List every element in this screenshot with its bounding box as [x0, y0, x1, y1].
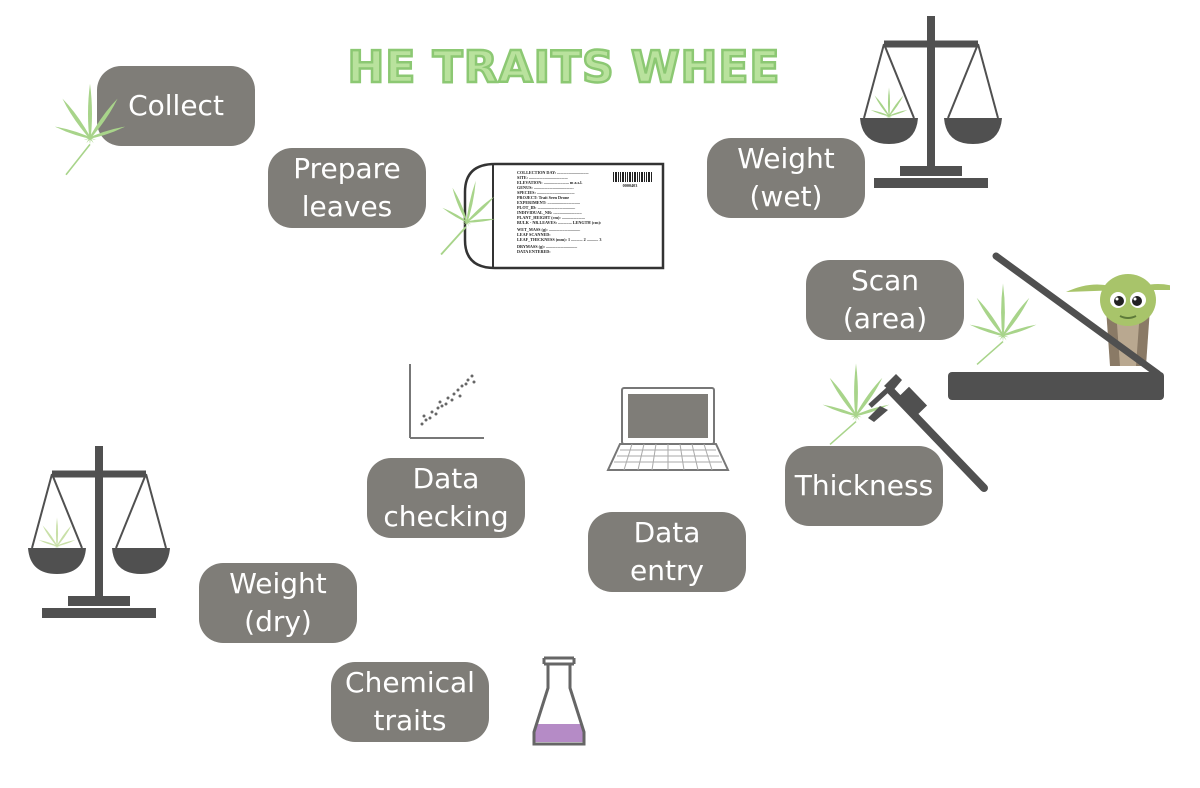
card-lines: COLLECTION DAY: ........................…: [517, 170, 602, 254]
step-weight-dry-line1: Weight: [229, 567, 327, 600]
step-collect: Collect: [97, 66, 255, 146]
flask-icon: [532, 656, 586, 746]
card-line: COLLECTION DAY: ........................…: [517, 170, 589, 175]
step-chemical-line1: Chemical: [345, 666, 475, 699]
card-line: PLANT_HEIGHT (cm): .....................…: [517, 215, 585, 220]
step-prepare-line1: Prepare: [293, 152, 401, 185]
card-line: LEAF_THICKNESS (mm): 1 ........... 2 ...…: [517, 237, 601, 242]
step-weight-dry: Weight (dry): [199, 563, 357, 643]
step-prepare-line2: leaves: [301, 190, 393, 223]
balance-scale-icon: [28, 446, 170, 618]
balance-scale-icon: [860, 16, 1002, 188]
step-prepare-leaves: Prepare leaves: [268, 148, 426, 228]
step-weight-wet: Weight (wet): [707, 138, 865, 218]
step-scan-line1: Scan: [850, 264, 920, 297]
card-line: EXPERIMENT: ............................…: [517, 200, 580, 205]
yoda-icon: [1066, 274, 1170, 366]
step-data-entry: Data entry: [588, 512, 746, 592]
caliper-icon: [868, 374, 988, 492]
card-line: INDIVIDUAL_NR: .........................…: [517, 210, 582, 215]
step-chemical-line2: traits: [373, 704, 447, 737]
laptop-icon: [606, 387, 730, 471]
step-data-entry-line1: Data: [633, 516, 701, 549]
step-weight-dry-line2: (dry): [244, 605, 312, 638]
card-line: GENUS: .................................…: [517, 185, 574, 190]
step-collect-line1: Collect: [128, 89, 224, 122]
diagram-title-text: THE TRAITS WHEEL: [348, 42, 778, 93]
card-line: ELEVATION: ........................ m a.…: [517, 180, 582, 185]
step-chemical-traits: Chemical traits: [331, 662, 489, 742]
card-line: BULK - NR.LEAVES: ............. LENGTH (…: [517, 220, 602, 225]
step-thickness-line1: Thickness: [794, 469, 934, 502]
card-line: WET_MASS (g): ..........................…: [517, 227, 580, 232]
cannabis-leaf-icon: [440, 180, 496, 256]
step-thickness: Thickness: [785, 446, 943, 526]
step-weight-wet-line1: Weight: [737, 142, 835, 175]
envelope-card-icon: 0000403 COLLECTION DAY: ................…: [440, 162, 665, 270]
card-line: LEAF SCANNED:: [517, 232, 551, 237]
card-code: 0000403: [623, 183, 638, 188]
scatter-plot-icon: [409, 364, 484, 439]
scanner-icon: [948, 252, 1170, 400]
step-data-checking: Data checking: [367, 458, 525, 538]
step-data-entry-line2: entry: [629, 554, 705, 587]
step-scan-line2: (area): [842, 302, 928, 335]
step-data-checking-line2: checking: [383, 500, 509, 533]
cannabis-leaf-icon: [822, 363, 890, 446]
cannabis-leaf-icon: [55, 83, 125, 176]
step-data-checking-line1: Data: [412, 462, 480, 495]
card-line: PLOT_ID: ...............................…: [517, 205, 575, 210]
step-weight-wet-line2: (wet): [749, 180, 823, 213]
card-line: SPECIES: ...............................…: [517, 190, 575, 195]
card-line: SITE: ..................................…: [517, 175, 568, 180]
card-line: PROJECT: Trait Seen Drone: [517, 195, 569, 200]
card-line: DATA ENTERED:: [517, 249, 551, 254]
cannabis-leaf-icon: [969, 283, 1037, 366]
card-line: DRYMASS (g): ...........................…: [517, 244, 577, 249]
diagram-title: THE TRAITS WHEEL: [348, 41, 778, 95]
step-scan-area: Scan (area): [806, 260, 964, 340]
